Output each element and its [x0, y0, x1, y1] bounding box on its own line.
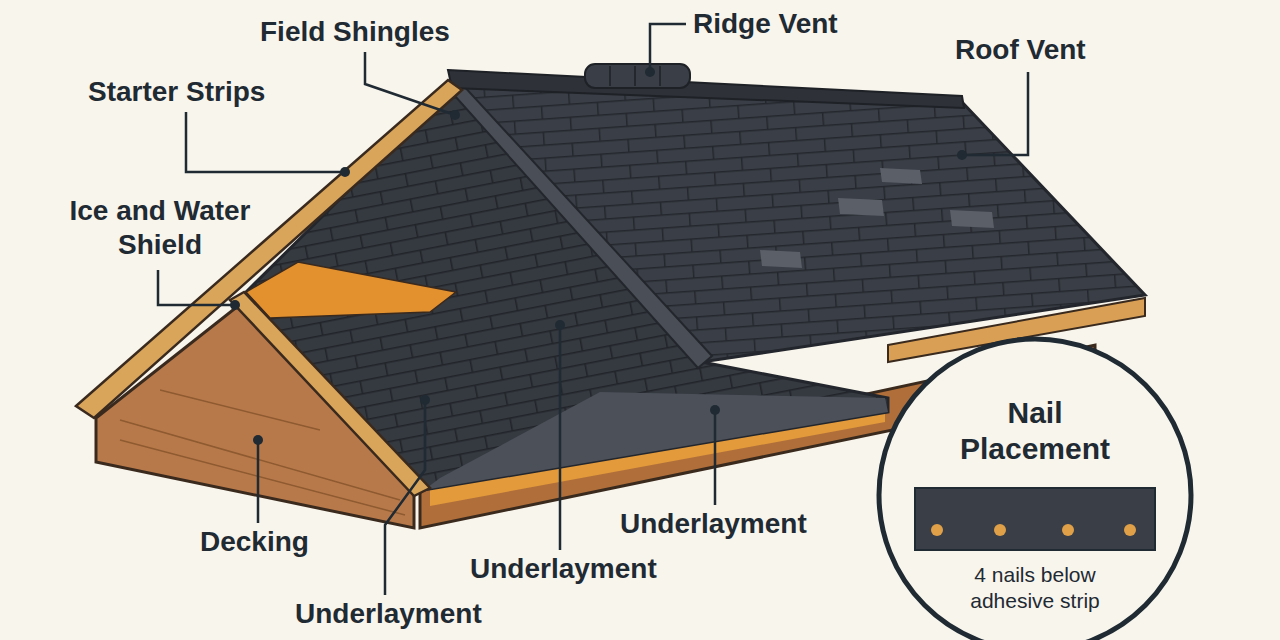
leader-line	[186, 112, 345, 172]
ridge-cap	[448, 70, 964, 108]
part-label: Starter Strips	[88, 75, 265, 109]
light-shingle	[760, 250, 802, 268]
leader-dot	[253, 435, 263, 445]
callout-circle: Nail Placement 4 nails below adhesive str…	[875, 335, 1195, 640]
part-label: Roof Vent	[955, 33, 1086, 67]
part-label: Ridge Vent	[693, 7, 838, 41]
light-shingle	[880, 168, 922, 184]
leader-dot	[555, 320, 565, 330]
light-shingle	[950, 210, 994, 228]
hip-ridge	[446, 84, 712, 368]
ridge-vent-lines	[610, 66, 660, 86]
part-label: Underlayment	[470, 552, 657, 586]
leader-line	[650, 24, 686, 72]
leader-line	[257, 440, 260, 523]
callout-circle-outline	[879, 339, 1191, 640]
leader-dot	[450, 110, 460, 120]
leader-dot	[420, 395, 430, 405]
leader-dot	[340, 167, 350, 177]
leader-line	[559, 325, 562, 550]
part-label: Decking	[200, 525, 309, 559]
leader-dots	[230, 67, 967, 445]
part-label: Ice and Water Shield	[45, 194, 275, 262]
leader-dot	[230, 300, 240, 310]
leader-line	[714, 410, 717, 505]
underlayment-band	[424, 392, 888, 490]
decking-strip	[246, 262, 456, 318]
leader-dot	[710, 405, 720, 415]
part-label: Underlayment	[295, 597, 482, 631]
main-roof-plane	[452, 78, 1145, 362]
part-label: Underlayment	[620, 507, 807, 541]
leader-dot	[957, 150, 967, 160]
leader-line	[962, 72, 1028, 155]
ridge-vent-shape	[585, 64, 690, 88]
leader-line	[365, 52, 455, 115]
right-rake-trim	[230, 292, 430, 496]
callout-note: 4 nails below adhesive strip	[935, 562, 1135, 614]
part-label: Field Shingles	[260, 15, 450, 49]
callout-title: Nail Placement	[945, 395, 1125, 467]
light-shingle	[838, 198, 884, 216]
leader-dot	[645, 67, 655, 77]
leader-line	[158, 270, 235, 305]
roof-drawing	[76, 64, 1145, 528]
leader-line	[385, 400, 425, 595]
